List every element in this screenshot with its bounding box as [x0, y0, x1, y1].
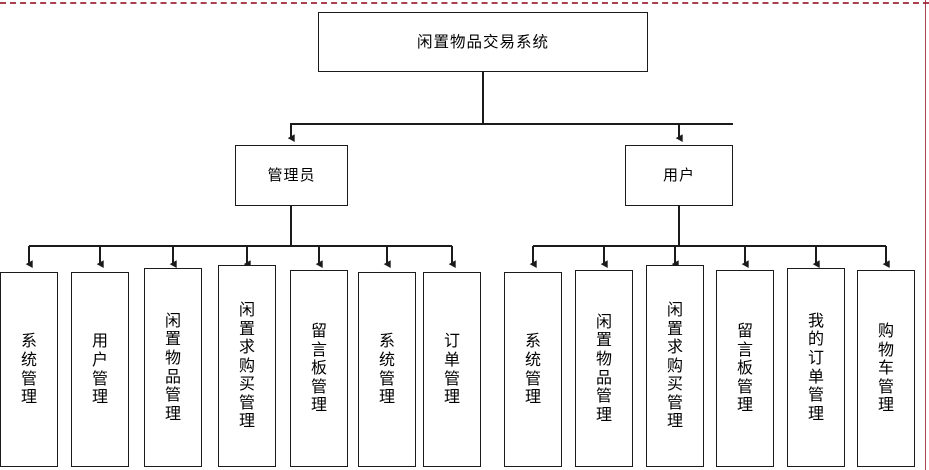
node-user-child-2-label: 闲 置 物 品 管 理 — [595, 311, 612, 424]
node-admin-child-3-label: 闲 置 物 品 管 理 — [164, 310, 181, 423]
node-admin-child-1[interactable]: 系 统 管 理 — [0, 272, 58, 467]
node-user-child-5[interactable]: 我 的 订 单 管 理 — [787, 268, 845, 467]
node-admin-child-7-label: 订 单 管 理 — [443, 331, 460, 407]
node-root[interactable]: 闲置物品交易系统 — [318, 12, 648, 72]
node-user-label: 用户 — [662, 165, 695, 184]
node-user-child-1[interactable]: 系 统 管 理 — [504, 272, 562, 467]
node-user[interactable]: 用户 — [625, 145, 733, 206]
node-admin-child-2-label: 用 户 管 理 — [91, 331, 108, 407]
node-root-label: 闲置物品交易系统 — [416, 32, 549, 51]
node-admin-child-6-label: 系 统 管 理 — [378, 331, 395, 407]
node-user-child-3[interactable]: 闲 置 求 购 买 管 理 — [646, 265, 704, 467]
node-user-child-1-label: 系 统 管 理 — [524, 331, 541, 407]
page-margin-guide-right — [925, 0, 926, 470]
node-admin-child-5-label: 留 言 板 管 理 — [310, 321, 327, 415]
node-admin-child-6[interactable]: 系 统 管 理 — [358, 272, 416, 467]
page-margin-guide-top — [0, 2, 929, 4]
node-user-child-3-label: 闲 置 求 购 买 管 理 — [666, 300, 683, 431]
node-user-child-4[interactable]: 留 言 板 管 理 — [716, 270, 774, 467]
node-admin-child-7[interactable]: 订 单 管 理 — [423, 272, 481, 467]
node-admin-child-2[interactable]: 用 户 管 理 — [71, 272, 129, 467]
node-user-child-4-label: 留 言 板 管 理 — [736, 321, 753, 415]
node-admin[interactable]: 管理员 — [235, 145, 348, 206]
node-user-child-6[interactable]: 购 物 车 管 理 — [857, 270, 915, 467]
node-admin-child-3[interactable]: 闲 置 物 品 管 理 — [144, 268, 202, 467]
node-admin-child-5[interactable]: 留 言 板 管 理 — [290, 270, 348, 467]
node-admin-child-1-label: 系 统 管 理 — [20, 331, 37, 407]
node-user-child-5-label: 我 的 订 单 管 理 — [807, 310, 824, 423]
node-admin-child-4-label: 闲 置 求 购 买 管 理 — [238, 300, 255, 431]
node-admin-label: 管理员 — [267, 165, 316, 184]
node-user-child-6-label: 购 物 车 管 理 — [877, 321, 894, 415]
node-user-child-2[interactable]: 闲 置 物 品 管 理 — [575, 270, 633, 467]
node-admin-child-4[interactable]: 闲 置 求 购 买 管 理 — [218, 265, 276, 467]
